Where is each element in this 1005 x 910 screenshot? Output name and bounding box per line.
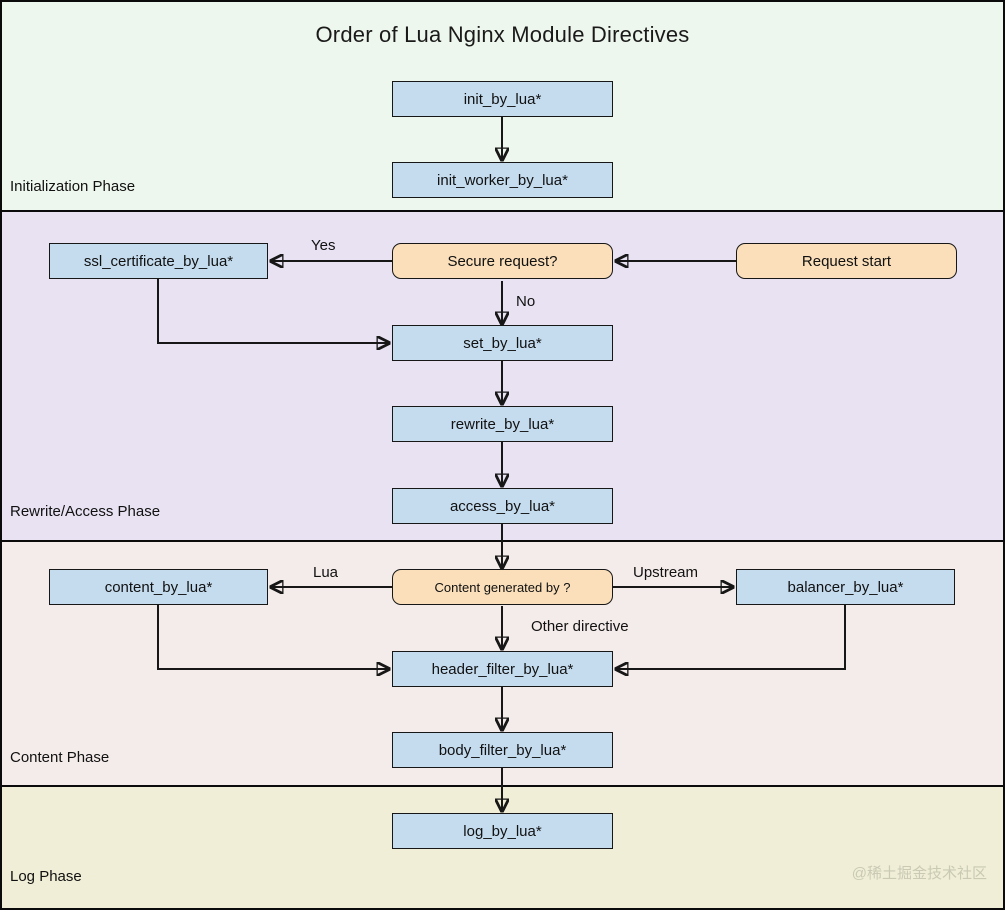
node-log-by-lua[interactable]: log_by_lua* [392, 813, 613, 849]
edge-label-yes: Yes [311, 237, 336, 254]
node-ssl-certificate-by-lua[interactable]: ssl_certificate_by_lua* [49, 243, 268, 279]
node-access-by-lua[interactable]: access_by_lua* [392, 488, 613, 524]
node-content-generated-by[interactable]: Content generated by ? [392, 569, 613, 605]
watermark: @稀土掘金技术社区 [851, 865, 987, 882]
node-request-start[interactable]: Request start [736, 243, 957, 279]
node-body-filter-by-lua[interactable]: body_filter_by_lua* [392, 732, 613, 768]
node-balancer-by-lua[interactable]: balancer_by_lua* [736, 569, 955, 605]
edge-balancer-to-header [616, 605, 846, 669]
edge-label-upstream: Upstream [633, 564, 699, 581]
phase-label-content: Content Phase [10, 749, 110, 766]
node-init-worker-by-lua[interactable]: init_worker_by_lua* [392, 162, 613, 198]
edge-ssl-to-set [157, 279, 389, 343]
node-secure-request[interactable]: Secure request? [392, 243, 613, 279]
edge-content-to-header [157, 605, 389, 669]
node-rewrite-by-lua[interactable]: rewrite_by_lua* [392, 406, 613, 442]
phase-label-log: Log Phase [10, 868, 82, 885]
page-title: Order of Lua Nginx Module Directives [315, 22, 690, 47]
edge-label-other-directive: Other directive [531, 618, 629, 635]
edge-label-no: No [516, 293, 536, 310]
edge-label-lua: Lua [313, 564, 339, 581]
phase-label-initialization: Initialization Phase [10, 178, 136, 195]
node-header-filter-by-lua[interactable]: header_filter_by_lua* [392, 651, 613, 687]
node-set-by-lua[interactable]: set_by_lua* [392, 325, 613, 361]
phase-label-rewrite-access: Rewrite/Access Phase [10, 503, 161, 520]
node-init-by-lua[interactable]: init_by_lua* [392, 81, 613, 117]
node-content-by-lua[interactable]: content_by_lua* [49, 569, 268, 605]
